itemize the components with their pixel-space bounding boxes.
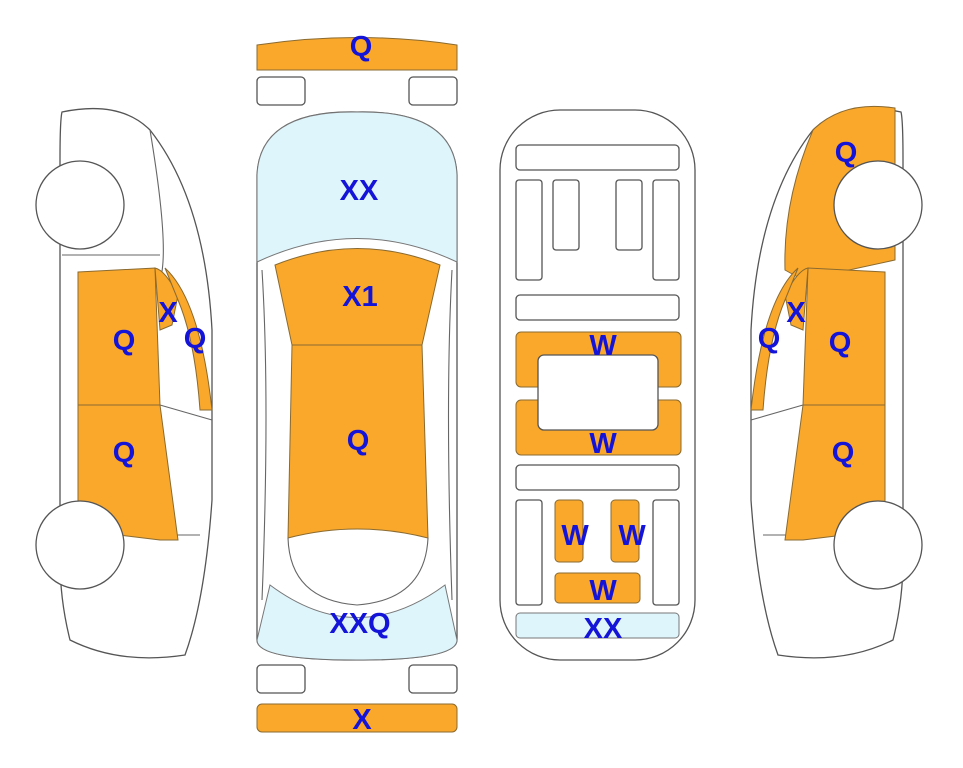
label-left-a-pillar: X xyxy=(158,297,178,329)
label-underside-rear-glass: XX xyxy=(584,613,623,645)
label-front-bumper: Q xyxy=(350,31,373,63)
label-windshield: XX xyxy=(340,175,379,207)
label-rear-window: XXQ xyxy=(329,608,390,640)
underside-rear-glass[interactable] xyxy=(515,612,680,639)
label-right-front-door: Q xyxy=(829,327,852,359)
left-front-wheel xyxy=(35,160,125,250)
front-bumper[interactable] xyxy=(256,37,458,71)
left-window-frame[interactable] xyxy=(164,267,213,411)
label-right-rear-door: Q xyxy=(832,437,855,469)
label-roof: Q xyxy=(347,425,370,457)
label-left-front-door: Q xyxy=(113,325,136,357)
label-underside-left-small: W xyxy=(561,520,589,552)
label-hood: X1 xyxy=(342,281,377,313)
label-rear-bumper: X xyxy=(352,704,372,736)
top-view: Q XX X1 Q XXQ X xyxy=(256,31,458,736)
label-right-a-pillar: X xyxy=(786,297,806,329)
left-rear-wheel xyxy=(35,500,125,590)
underside-right-small[interactable] xyxy=(610,499,640,563)
rear-window[interactable] xyxy=(256,584,458,661)
right-window-frame[interactable] xyxy=(750,267,799,411)
underside-left-small[interactable] xyxy=(554,499,584,563)
label-right-window-frame: Q xyxy=(758,323,781,355)
right-side-view: Q X Q Q Q xyxy=(750,105,923,659)
label-underside-rear-panel: W xyxy=(589,428,617,460)
rear-bumper[interactable] xyxy=(256,703,458,733)
label-right-fender: Q xyxy=(835,137,858,169)
underside-bottom-small[interactable] xyxy=(554,572,641,604)
roof[interactable] xyxy=(287,344,429,539)
label-underside-front-panel: W xyxy=(589,330,617,362)
label-underside-bottom-small: W xyxy=(589,575,617,607)
underside-view: W W W W W XX xyxy=(499,109,696,661)
label-underside-right-small: W xyxy=(618,520,646,552)
label-left-rear-door: Q xyxy=(113,437,136,469)
windshield[interactable] xyxy=(256,111,458,263)
hood[interactable] xyxy=(274,248,441,346)
label-left-window-frame: Q xyxy=(184,323,207,355)
left-side-view: Q X Q Q xyxy=(35,107,213,659)
